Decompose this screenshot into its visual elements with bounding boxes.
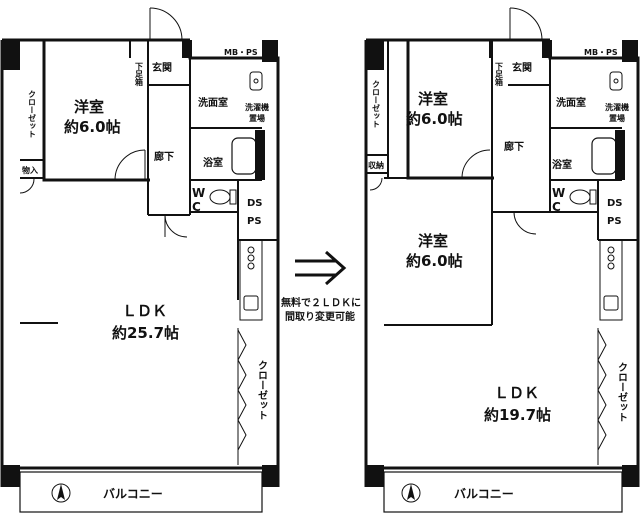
bedroom1-size: 約6.0帖 bbox=[406, 110, 463, 128]
note-line-1: 無料で２ＬＤＫに bbox=[281, 296, 361, 309]
door-swing-icon bbox=[164, 214, 188, 238]
sink-icon bbox=[609, 71, 623, 91]
bedroom1-title: 洋室 bbox=[418, 90, 448, 108]
bedroom2-title: 洋室 bbox=[418, 232, 448, 250]
washer-label-2: 置場 bbox=[249, 113, 265, 123]
pillar bbox=[262, 465, 278, 487]
door-swing-icon bbox=[149, 7, 183, 41]
ps-label: PS bbox=[607, 216, 622, 227]
hallway-label: 廊下 bbox=[504, 140, 524, 153]
closet-doors bbox=[237, 328, 247, 465]
door-swing-icon bbox=[114, 149, 146, 181]
stove-icon bbox=[607, 246, 615, 270]
pillar bbox=[622, 465, 638, 487]
balcony-railing bbox=[383, 471, 623, 513]
closet-doors bbox=[597, 328, 607, 465]
wc-label-1: W bbox=[192, 186, 205, 200]
bedroom-size: 約6.0帖 bbox=[64, 118, 121, 136]
stove-icon bbox=[247, 246, 255, 270]
wall-block bbox=[615, 130, 625, 180]
double-arrow-icon bbox=[295, 250, 347, 286]
balcony-railing bbox=[19, 471, 263, 513]
wc-label-2: C bbox=[552, 200, 561, 214]
door-swing-icon bbox=[19, 178, 35, 194]
sink-icon bbox=[243, 295, 259, 311]
balcony-label: バルコニー bbox=[454, 487, 514, 501]
ldk-size: 約19.7帖 bbox=[484, 406, 551, 424]
bedroom2-size: 約6.0帖 bbox=[406, 252, 463, 270]
kitchen-counter bbox=[599, 239, 623, 321]
entrance-label: 玄関 bbox=[152, 61, 172, 74]
pillar bbox=[366, 40, 384, 70]
door-swing-icon bbox=[509, 7, 543, 41]
entrance-label: 玄関 bbox=[512, 61, 532, 74]
right-floor-plan: クローゼット 収納 洋室 約6.0帖 洋室 約6.0帖 下足箱 玄関 MB・PS… bbox=[364, 7, 640, 513]
shoe-box-label: 下足箱 bbox=[494, 62, 504, 87]
storage-label: 収納 bbox=[368, 160, 384, 170]
sink-icon bbox=[603, 295, 619, 311]
bathroom-label: 浴室 bbox=[552, 158, 572, 171]
bathtub-icon bbox=[231, 137, 257, 175]
shoe-box-label: 下足箱 bbox=[134, 62, 144, 87]
door-swing-icon bbox=[369, 177, 383, 191]
conversion-arrow: 無料で２ＬＤＫに 間取り変更可能 bbox=[281, 250, 361, 323]
ldk-title: ＬＤＫ bbox=[122, 302, 167, 320]
washer-label-1: 洗濯機 bbox=[245, 102, 269, 112]
washroom-label: 洗面室 bbox=[556, 96, 586, 109]
storage-label: 物入 bbox=[22, 165, 38, 175]
north-arrow-icon bbox=[51, 483, 71, 503]
mbps-label: MB・PS bbox=[584, 48, 618, 57]
pillar bbox=[366, 465, 384, 487]
closet-tall-label: クローゼット bbox=[256, 360, 268, 420]
wc-label-1: W bbox=[552, 186, 565, 200]
kitchen-counter bbox=[239, 239, 263, 321]
ldk-title: ＬＤＫ bbox=[494, 384, 539, 402]
bathtub-icon bbox=[591, 137, 617, 175]
ds-label: DS bbox=[247, 198, 263, 209]
washroom-label: 洗面室 bbox=[198, 96, 228, 109]
wall-block bbox=[255, 130, 265, 180]
north-arrow-icon bbox=[401, 483, 421, 503]
closet-small-label: クローゼット bbox=[28, 90, 37, 138]
ds-label: DS bbox=[607, 198, 623, 209]
pillar bbox=[2, 40, 20, 70]
sink-icon bbox=[249, 71, 263, 91]
hallway-label: 廊下 bbox=[154, 150, 174, 163]
bathroom-label: 浴室 bbox=[203, 156, 223, 169]
door-swing-icon bbox=[461, 149, 491, 179]
toilet-icon bbox=[209, 189, 231, 205]
closet-small-label: クローゼット bbox=[372, 80, 381, 128]
note-line-2: 間取り変更可能 bbox=[285, 310, 355, 323]
wall-block bbox=[182, 40, 192, 58]
balcony-label: バルコニー bbox=[103, 487, 163, 501]
interior-walls bbox=[20, 40, 278, 324]
ldk-size: 約25.7帖 bbox=[112, 324, 179, 342]
washer-label-2: 置場 bbox=[609, 113, 625, 123]
wall-block bbox=[542, 40, 552, 58]
mbps-label: MB・PS bbox=[224, 48, 258, 57]
door-swing-icon bbox=[513, 211, 537, 235]
bedroom-title: 洋室 bbox=[74, 98, 104, 116]
left-floor-plan: クローゼット 物入 洋室 約6.0帖 下足箱 玄関 MB・PS 洗面室 洗濯機 … bbox=[0, 7, 280, 513]
pillar bbox=[2, 465, 20, 487]
wc-label-2: C bbox=[192, 200, 201, 214]
toilet-icon bbox=[569, 189, 591, 205]
closet-tall-label: クローゼット bbox=[616, 362, 628, 422]
washer-label-1: 洗濯機 bbox=[605, 102, 629, 112]
ps-label: PS bbox=[247, 216, 262, 227]
